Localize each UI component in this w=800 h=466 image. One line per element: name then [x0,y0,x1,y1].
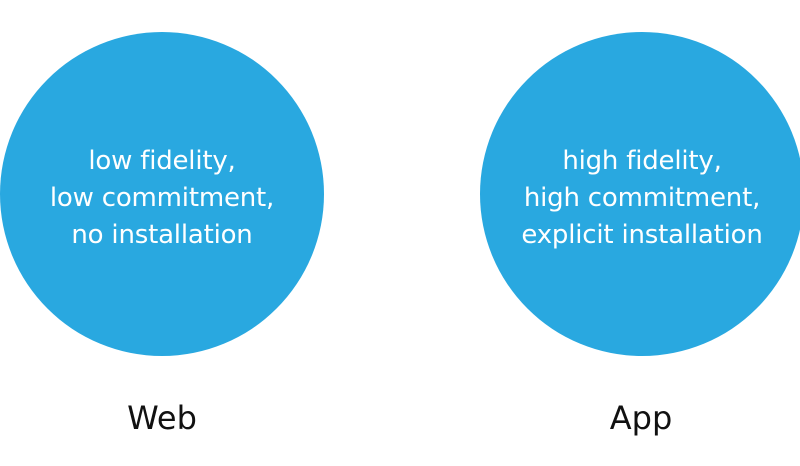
app-line-2: high commitment, [523,182,761,213]
web-caption: Web [127,399,197,437]
app-circle: high fidelity, high commitment, explicit… [480,32,800,356]
web-circle: low fidelity, low commitment, no install… [0,32,324,356]
app-line-3: explicit installation [521,219,763,250]
web-line-2: low commitment, [49,182,275,213]
web-line-3: no installation [71,219,253,250]
web-circle-text: low fidelity, low commitment, no install… [50,143,274,254]
app-line-1: high fidelity, [562,145,722,176]
web-line-1: low fidelity, [88,145,236,176]
app-circle-text: high fidelity, high commitment, explicit… [521,143,762,254]
app-caption: App [609,399,673,437]
